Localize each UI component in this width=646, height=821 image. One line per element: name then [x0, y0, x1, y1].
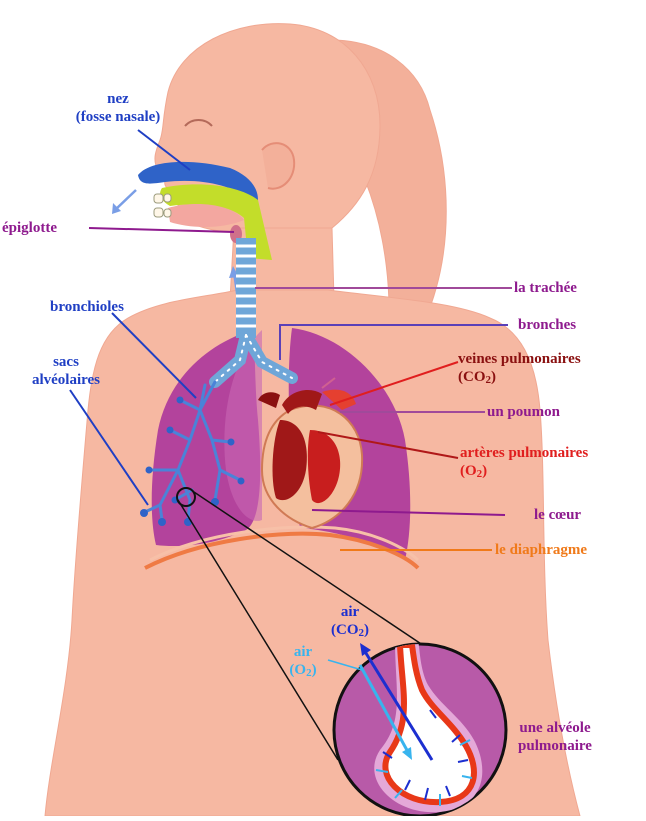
- exhale-arrow: [115, 190, 136, 210]
- label-air-co2-co: (CO: [331, 622, 359, 638]
- label-veines-line2: (CO2): [458, 368, 581, 389]
- teeth: [154, 194, 171, 217]
- label-air-o2-close: ): [312, 662, 317, 678]
- label-air-co2-line1: air: [318, 603, 382, 621]
- label-air-o2-line1: air: [278, 643, 328, 661]
- label-veines-line1: veines pulmonaires: [458, 350, 581, 368]
- label-arteres-o: (O: [460, 463, 477, 479]
- label-sacs-line1: sacs: [16, 353, 116, 371]
- label-arteres-line1: artères pulmonaires: [460, 444, 588, 462]
- label-veines-pulmonaires: veines pulmonaires (CO2): [458, 350, 581, 389]
- label-arteres-pulmonaires: artères pulmonaires (O2): [460, 444, 588, 483]
- label-alveole-pulmonaire: une alvéole pulmonaire: [494, 719, 616, 755]
- label-nez: nez (fosse nasale): [48, 90, 188, 126]
- label-sacs-alveolaires: sacs alvéolaires: [16, 353, 116, 389]
- label-alveole-line2: pulmonaire: [494, 737, 616, 755]
- trachea: [236, 238, 256, 338]
- label-nez-line2: (fosse nasale): [48, 108, 188, 126]
- label-poumon: un poumon: [487, 403, 560, 421]
- label-trachee: la trachée: [514, 279, 577, 297]
- label-air-co2-line2: (CO2): [318, 621, 382, 642]
- label-arteres-line2: (O2): [460, 462, 588, 483]
- label-bronchioles: bronchioles: [50, 298, 124, 316]
- label-bronches: bronches: [518, 316, 576, 334]
- label-epiglotte: épiglotte: [2, 219, 57, 237]
- label-sacs-line2: alvéolaires: [16, 371, 116, 389]
- label-alveole-line1: une alvéole: [494, 719, 616, 737]
- label-air-o2-line2: (O2): [278, 661, 328, 682]
- label-veines-close: ): [491, 369, 496, 385]
- label-air-o2-o: (O: [289, 662, 306, 678]
- label-air-co2-close: ): [364, 622, 369, 638]
- label-veines-co: (CO: [458, 369, 486, 385]
- label-arteres-close: ): [482, 463, 487, 479]
- label-air-o2: air (O2): [278, 643, 328, 682]
- label-coeur: le cœur: [534, 506, 581, 524]
- label-air-co2: air (CO2): [318, 603, 382, 642]
- label-nez-line1: nez: [48, 90, 188, 108]
- label-diaphragme: le diaphragme: [495, 541, 587, 559]
